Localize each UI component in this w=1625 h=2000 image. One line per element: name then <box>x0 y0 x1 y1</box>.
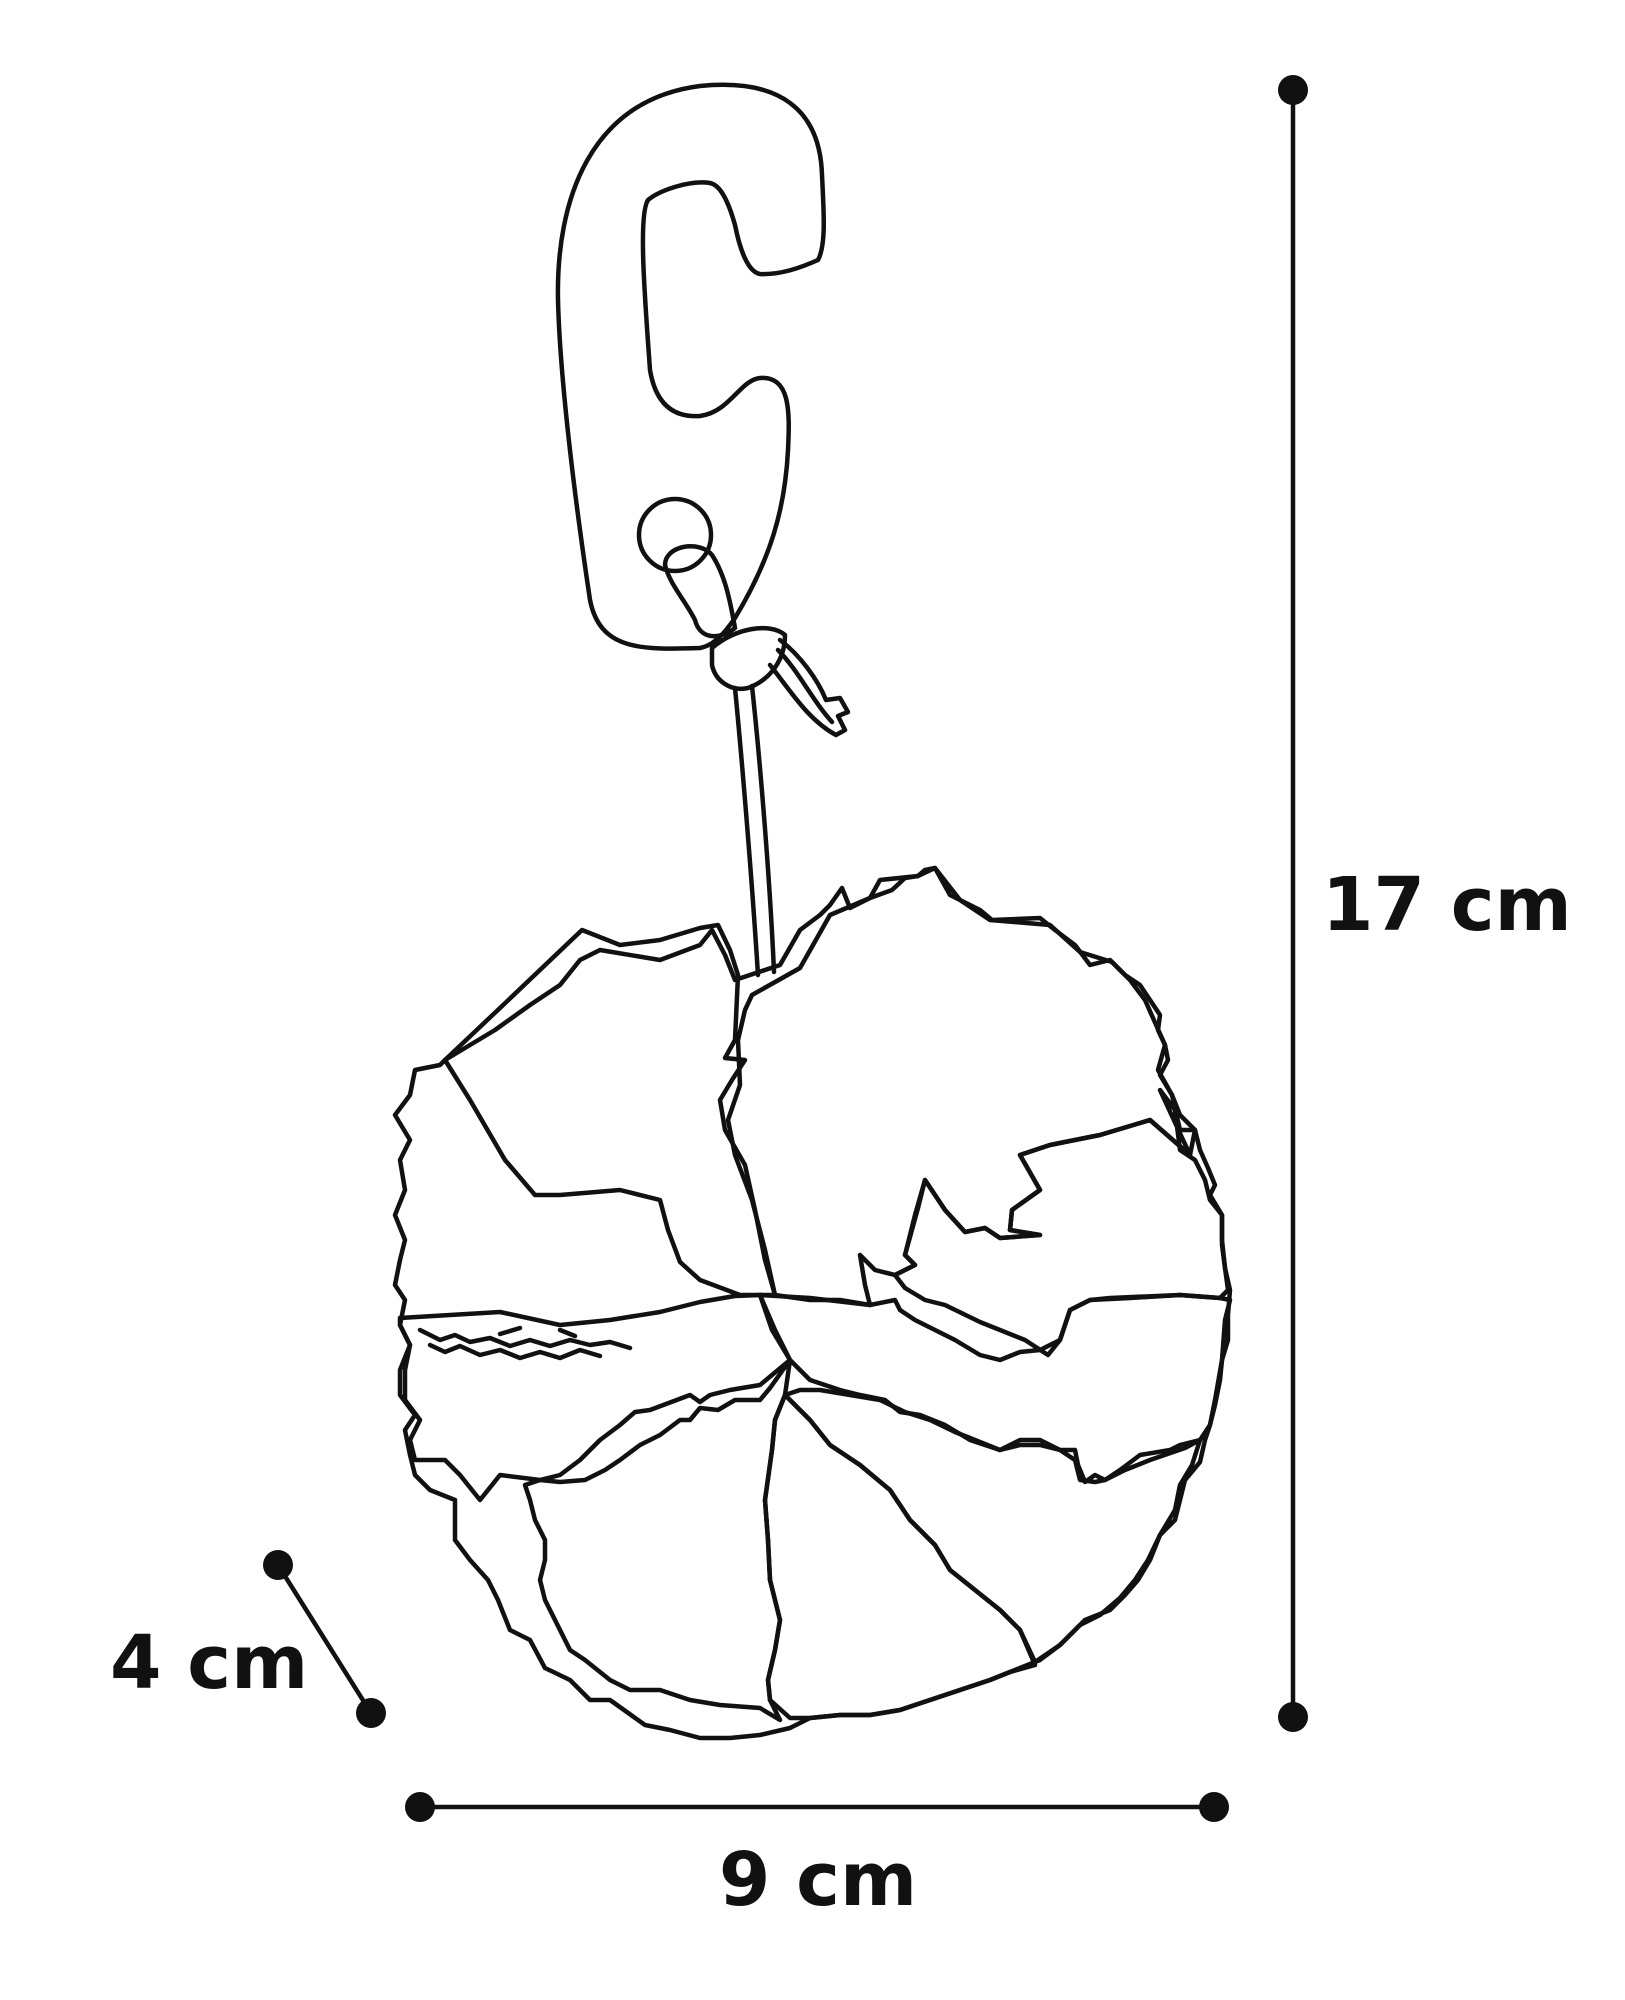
width-dimension-left-dot <box>405 1792 435 1822</box>
width-dimension: 9 cm <box>405 1792 1229 1923</box>
ball-outline <box>392 865 1233 1741</box>
depth-dimension-label: 4 cm <box>110 1620 308 1706</box>
hay-fibers <box>417 1325 633 1361</box>
cord-knot <box>709 625 788 692</box>
hay-segment-lower-left <box>522 1357 793 1723</box>
hay-segment-right-mid <box>757 1292 1233 1485</box>
cord-strand-right <box>749 683 777 975</box>
hay-segment-upper-left <box>442 922 778 1298</box>
hay-segment-right-top <box>892 1087 1231 1358</box>
height-dimension-top-dot <box>1278 75 1308 105</box>
cord-strand-left <box>732 685 761 978</box>
height-dimension: 17 cm <box>1278 75 1572 1732</box>
hay-segment-lower-right <box>782 1387 1203 1665</box>
depth-dimension: 4 cm <box>110 1550 386 1728</box>
height-dimension-bottom-dot <box>1278 1702 1308 1732</box>
width-dimension-right-dot <box>1199 1792 1229 1822</box>
width-dimension-label: 9 cm <box>719 1837 917 1923</box>
cord-tassel <box>767 637 851 738</box>
height-dimension-label: 17 cm <box>1322 862 1572 948</box>
cord-loop <box>662 544 738 639</box>
hook-illustration <box>555 82 851 978</box>
hay-segment-left-mid <box>397 1292 793 1503</box>
depth-dimension-line <box>275 1562 374 1716</box>
hay-segment-lower-center <box>762 1392 1038 1721</box>
depth-dimension-top-dot <box>263 1550 293 1580</box>
hook-hole <box>636 496 714 574</box>
hook-outline <box>555 82 827 651</box>
hay-ball-illustration <box>392 865 1233 1741</box>
depth-dimension-bottom-dot <box>356 1698 386 1728</box>
